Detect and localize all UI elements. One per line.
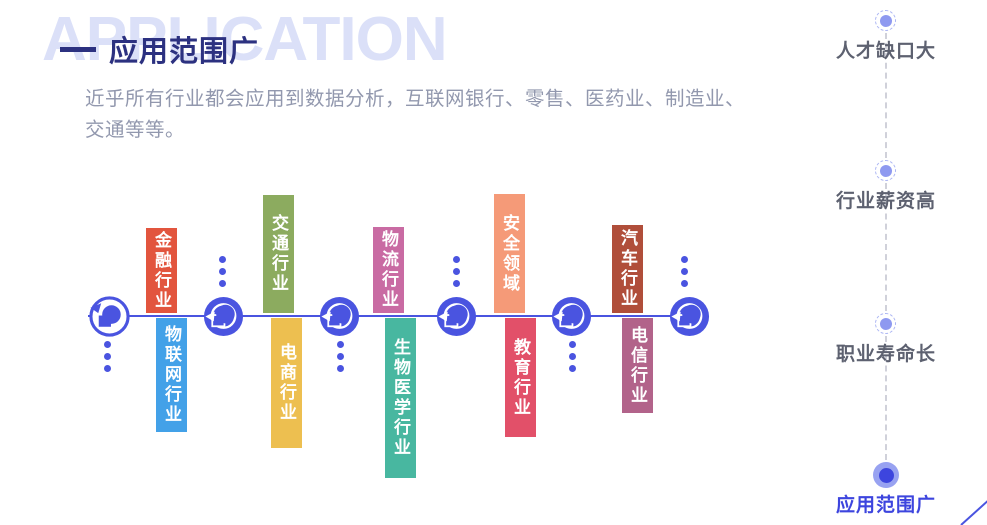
timeline-axis xyxy=(88,315,706,317)
ellipsis-dots xyxy=(219,256,226,292)
milestone-dot-active[interactable] xyxy=(873,462,899,488)
timeline-node xyxy=(88,295,131,338)
milestone-connector xyxy=(885,183,887,311)
milestone-connector xyxy=(885,33,887,158)
industry-bar-label: 生物医学行业 xyxy=(391,338,410,458)
ellipsis-dots xyxy=(104,341,111,377)
industry-bar-security: 安全领域 xyxy=(494,194,525,313)
industry-bar-telecom: 电信行业 xyxy=(622,318,653,413)
industry-bar-label: 教育行业 xyxy=(511,337,530,418)
industry-bar-label: 物联网行业 xyxy=(162,325,181,425)
milestone-label-salary[interactable]: 行业薪资高 xyxy=(835,191,936,212)
industry-bar-biomedical: 生物医学行业 xyxy=(385,318,416,478)
slide-description: 近乎所有行业都会应用到数据分析，互联网银行、零售、医药业、制造业、 交通等等。 xyxy=(85,88,746,141)
industry-bar-label: 安全领域 xyxy=(500,213,519,294)
industry-bar-label: 电信行业 xyxy=(628,325,647,406)
industry-bar-automotive: 汽车行业 xyxy=(612,225,643,313)
industry-bar-finance: 金融行业 xyxy=(146,228,177,313)
industry-bar-iot: 物联网行业 xyxy=(156,318,187,432)
title-row: 应用范围广 xyxy=(60,28,259,70)
page-title: 应用范围广 xyxy=(109,36,260,68)
rotate-arrow-icon xyxy=(88,295,131,338)
rotate-arrow-icon xyxy=(435,295,478,338)
watermark-text: APPLICATION xyxy=(42,5,448,74)
ellipsis-dots xyxy=(681,256,688,292)
industry-bar-label: 汽车行业 xyxy=(618,229,637,309)
milestone-connector xyxy=(885,336,887,460)
timeline-node xyxy=(318,295,361,338)
industry-bar-label: 物流行业 xyxy=(379,230,398,310)
timeline-node xyxy=(668,295,711,338)
title-dash xyxy=(60,46,96,52)
rotate-arrow-icon xyxy=(202,295,245,338)
rotate-arrow-icon xyxy=(668,295,711,338)
industry-bar-logistics: 物流行业 xyxy=(373,227,404,313)
industry-bar-label: 金融行业 xyxy=(152,230,171,311)
industry-bar-ecommerce: 电商行业 xyxy=(271,318,302,448)
ellipsis-dots xyxy=(453,256,460,292)
milestone-dot[interactable] xyxy=(875,313,896,334)
rotate-arrow-icon xyxy=(318,295,361,338)
industry-bar-transport: 交通行业 xyxy=(263,195,294,313)
milestone-label-talent-gap[interactable]: 人才缺口大 xyxy=(835,41,936,62)
rotate-arrow-icon xyxy=(550,295,593,338)
timeline-node xyxy=(435,295,478,338)
corner-diagonal-line xyxy=(960,494,987,525)
ellipsis-dots xyxy=(569,341,576,377)
industry-bar-education: 教育行业 xyxy=(505,318,536,437)
milestone-dot[interactable] xyxy=(875,10,896,31)
milestone-label-application-range[interactable]: 应用范围广 xyxy=(835,495,936,516)
ellipsis-dots xyxy=(337,341,344,377)
timeline-node xyxy=(550,295,593,338)
industry-bar-label: 交通行业 xyxy=(269,214,288,294)
industry-bar-label: 电商行业 xyxy=(277,343,296,423)
milestone-label-career-longevity[interactable]: 职业寿命长 xyxy=(835,344,936,365)
milestone-dot[interactable] xyxy=(875,160,896,181)
timeline-node xyxy=(202,295,245,338)
